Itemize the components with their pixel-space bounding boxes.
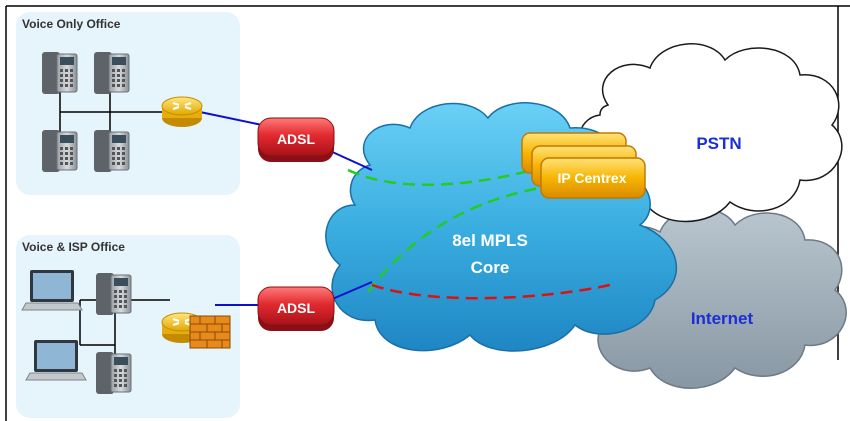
adsl-top-label: ADSL (277, 131, 316, 147)
adsl-bottom-label: ADSL (277, 300, 316, 316)
ip-centrex-server: IP Centrex (521, 132, 646, 199)
access-links (199, 111, 373, 306)
voice-paths (347, 166, 541, 293)
voice-isp-office-title: Voice & ISP Office (22, 240, 125, 254)
adsl-top-pill: ADSL (257, 117, 335, 162)
voice-only-router-icon (161, 96, 203, 128)
voice-only-phone-3 (41, 129, 78, 173)
voice-only-phone-1 (41, 51, 78, 95)
voice-only-phone-4 (93, 129, 130, 173)
ip-centrex-label: IP Centrex (558, 170, 627, 186)
mpls-core-label-line2: Core (471, 258, 510, 277)
mpls-core-label-line1: 8el MPLS (452, 231, 528, 250)
adsl-bottom-pill: ADSL (257, 286, 335, 331)
firewall-icon (189, 315, 231, 349)
internet-path (371, 283, 611, 300)
voice-only-office-title: Voice Only Office (22, 17, 121, 31)
voice-only-lan (59, 88, 180, 135)
voice-isp-laptop-1 (21, 269, 83, 311)
voice-isp-laptop-2 (25, 339, 87, 381)
internet-label: Internet (691, 309, 754, 328)
voice-isp-phone-2 (95, 351, 132, 395)
voice-only-phone-2 (93, 51, 130, 95)
voice-isp-phone-1 (95, 272, 132, 316)
pstn-label: PSTN (696, 134, 741, 153)
